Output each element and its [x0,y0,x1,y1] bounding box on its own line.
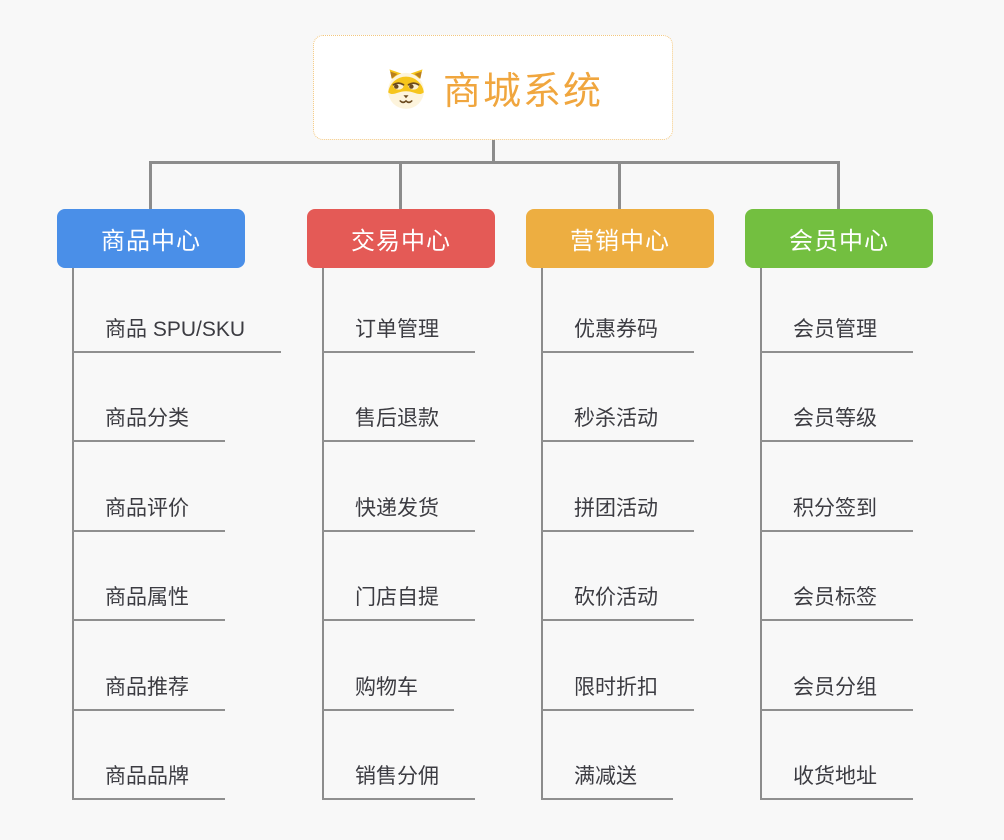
root-topic[interactable]: 商城系统 [313,35,673,140]
leaf-topic[interactable]: 门店自提 [322,581,475,622]
leaf-row: 会员管理 [760,268,913,353]
leaf-topic[interactable]: 优惠券码 [541,313,694,353]
leaf-topic[interactable]: 积分签到 [760,492,913,532]
leaf-row: 门店自提 [322,532,475,622]
leaf-topic[interactable]: 快递发货 [322,492,475,532]
leaf-row: 拼团活动 [541,442,694,532]
leaf-topic[interactable]: 限时折扣 [541,671,694,711]
connector-trunk-member [760,268,762,800]
leaf-topic[interactable]: 销售分佣 [322,760,475,800]
branch-topic-goods[interactable]: 商品中心 [57,209,245,268]
leaf-topic[interactable]: 售后退款 [322,402,475,443]
leaf-list-trade: 订单管理 售后退款 快递发货 门店自提 购物车 销售分佣 [322,268,475,800]
connector-root-drop [492,140,495,163]
leaf-row: 快递发货 [322,442,475,532]
leaf-topic[interactable]: 商品评价 [72,492,225,532]
branch-topic-marketing[interactable]: 营销中心 [526,209,714,268]
dog-face-icon [388,68,424,109]
leaf-row: 会员分组 [760,621,913,711]
leaf-topic[interactable]: 会员标签 [760,581,913,622]
connector-trunk-goods [72,268,74,800]
leaf-row: 商品 SPU/SKU [72,268,282,353]
leaf-row: 砍价活动 [541,532,694,622]
leaf-topic[interactable]: 收货地址 [760,760,913,800]
leaf-topic[interactable]: 满减送 [541,760,673,800]
leaf-row: 满减送 [541,711,694,800]
root-topic-title: 商城系统 [442,71,603,113]
leaf-topic[interactable]: 会员等级 [760,402,913,443]
leaf-topic[interactable]: 商品品牌 [72,760,225,800]
connector-drop-member [837,163,840,209]
connector-trunk-marketing [541,268,543,800]
leaf-row: 会员标签 [760,532,913,622]
leaf-row: 限时折扣 [541,621,694,711]
connector-trunk-trade [322,268,324,800]
branch-column-member: 会员中心 会员管理 会员等级 积分签到 会员标签 会员分组 收货地址 [745,209,933,800]
connector-bus [149,161,840,164]
leaf-list-marketing: 优惠券码 秒杀活动 拼团活动 砍价活动 限时折扣 满减送 [541,268,694,800]
branch-column-goods: 商品中心 商品 SPU/SKU 商品分类 商品评价 商品属性 商品推荐 商品品牌 [57,209,282,800]
leaf-row: 售后退款 [322,353,475,443]
leaf-row: 商品分类 [72,353,281,443]
leaf-topic[interactable]: 砍价活动 [541,581,694,622]
leaf-row: 优惠券码 [541,268,694,353]
connector-drop-trade [399,163,402,209]
leaf-row: 购物车 [322,621,475,711]
leaf-row: 会员等级 [760,353,913,443]
leaf-row: 积分签到 [760,442,913,532]
leaf-list-goods: 商品 SPU/SKU 商品分类 商品评价 商品属性 商品推荐 商品品牌 [72,268,282,800]
leaf-topic[interactable]: 秒杀活动 [541,402,694,443]
connector-drop-marketing [618,163,621,209]
leaf-topic[interactable]: 会员管理 [760,313,913,353]
leaf-row: 商品推荐 [72,621,281,711]
leaf-row: 商品品牌 [72,711,281,800]
leaf-topic[interactable]: 购物车 [322,671,454,711]
leaf-topic[interactable]: 订单管理 [322,313,475,353]
branch-topic-member[interactable]: 会员中心 [745,209,933,268]
leaf-row: 收货地址 [760,711,913,800]
leaf-topic[interactable]: 商品 SPU/SKU [72,313,282,353]
branch-column-marketing: 营销中心 优惠券码 秒杀活动 拼团活动 砍价活动 限时折扣 满减送 [526,209,714,800]
leaf-topic[interactable]: 商品推荐 [72,671,225,711]
leaf-row: 商品属性 [72,532,281,622]
leaf-list-member: 会员管理 会员等级 积分签到 会员标签 会员分组 收货地址 [760,268,913,800]
connector-drop-goods [149,163,152,209]
branch-column-trade: 交易中心 订单管理 售后退款 快递发货 门店自提 购物车 销售分佣 [307,209,495,800]
leaf-row: 秒杀活动 [541,353,694,443]
branch-topic-trade[interactable]: 交易中心 [307,209,495,268]
leaf-topic[interactable]: 拼团活动 [541,492,694,532]
leaf-row: 订单管理 [322,268,475,353]
leaf-row: 销售分佣 [322,711,475,800]
leaf-topic[interactable]: 商品属性 [72,581,225,622]
leaf-row: 商品评价 [72,442,281,532]
leaf-topic[interactable]: 商品分类 [72,402,225,443]
leaf-topic[interactable]: 会员分组 [760,671,913,711]
